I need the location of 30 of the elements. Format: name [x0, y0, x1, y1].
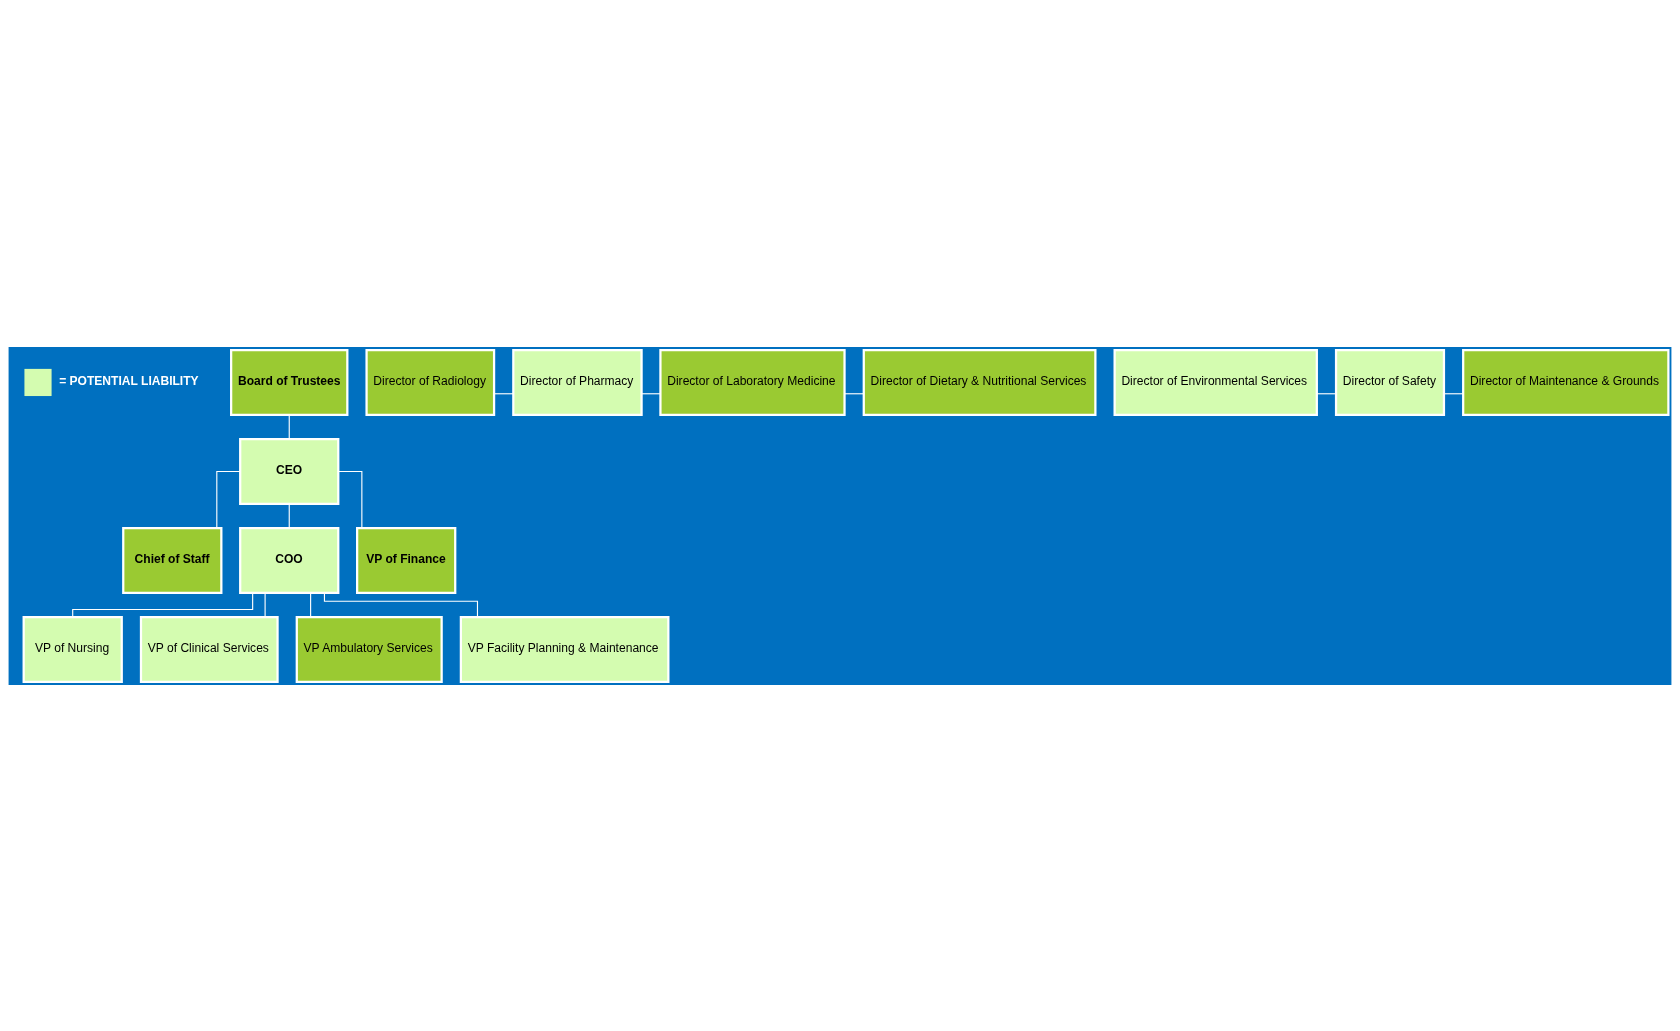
connector [844, 392, 864, 394]
node-box: COO [239, 526, 340, 594]
connector [337, 470, 363, 528]
connector [288, 414, 290, 439]
connector [641, 392, 661, 394]
connector [323, 591, 479, 618]
node-box: Director of Pharmacy [512, 348, 643, 416]
node-box: Director of Radiology [365, 348, 496, 416]
node-box: Board of Trustees [230, 348, 349, 416]
connector [493, 392, 514, 394]
legend-label: = POTENTIAL LIABILITY [59, 373, 199, 388]
connector [264, 592, 266, 617]
node-box: VP Facility Planning & Maintenance [459, 615, 670, 683]
node-box: CEO [239, 437, 340, 505]
connector [310, 592, 312, 617]
node-box: VP Ambulatory Services [295, 615, 443, 683]
node-box: VP of Clinical Services [139, 615, 279, 683]
node-box: Director of Environmental Services [1113, 348, 1318, 416]
node-box: Director of Dietary & Nutritional Services [862, 348, 1097, 416]
connector [72, 592, 254, 617]
connector [1316, 392, 1337, 394]
connector [216, 470, 241, 528]
node-box: Chief of Staff [122, 526, 223, 594]
node-box: Director of Safety [1334, 348, 1446, 416]
node-box: VP of Finance [356, 526, 457, 594]
node-box: VP of Nursing [22, 615, 123, 683]
connector [288, 503, 290, 528]
node-box: Director of Maintenance & Grounds [1462, 348, 1670, 416]
node-box: Director of Laboratory Medicine [659, 348, 846, 416]
connector [1443, 392, 1464, 394]
